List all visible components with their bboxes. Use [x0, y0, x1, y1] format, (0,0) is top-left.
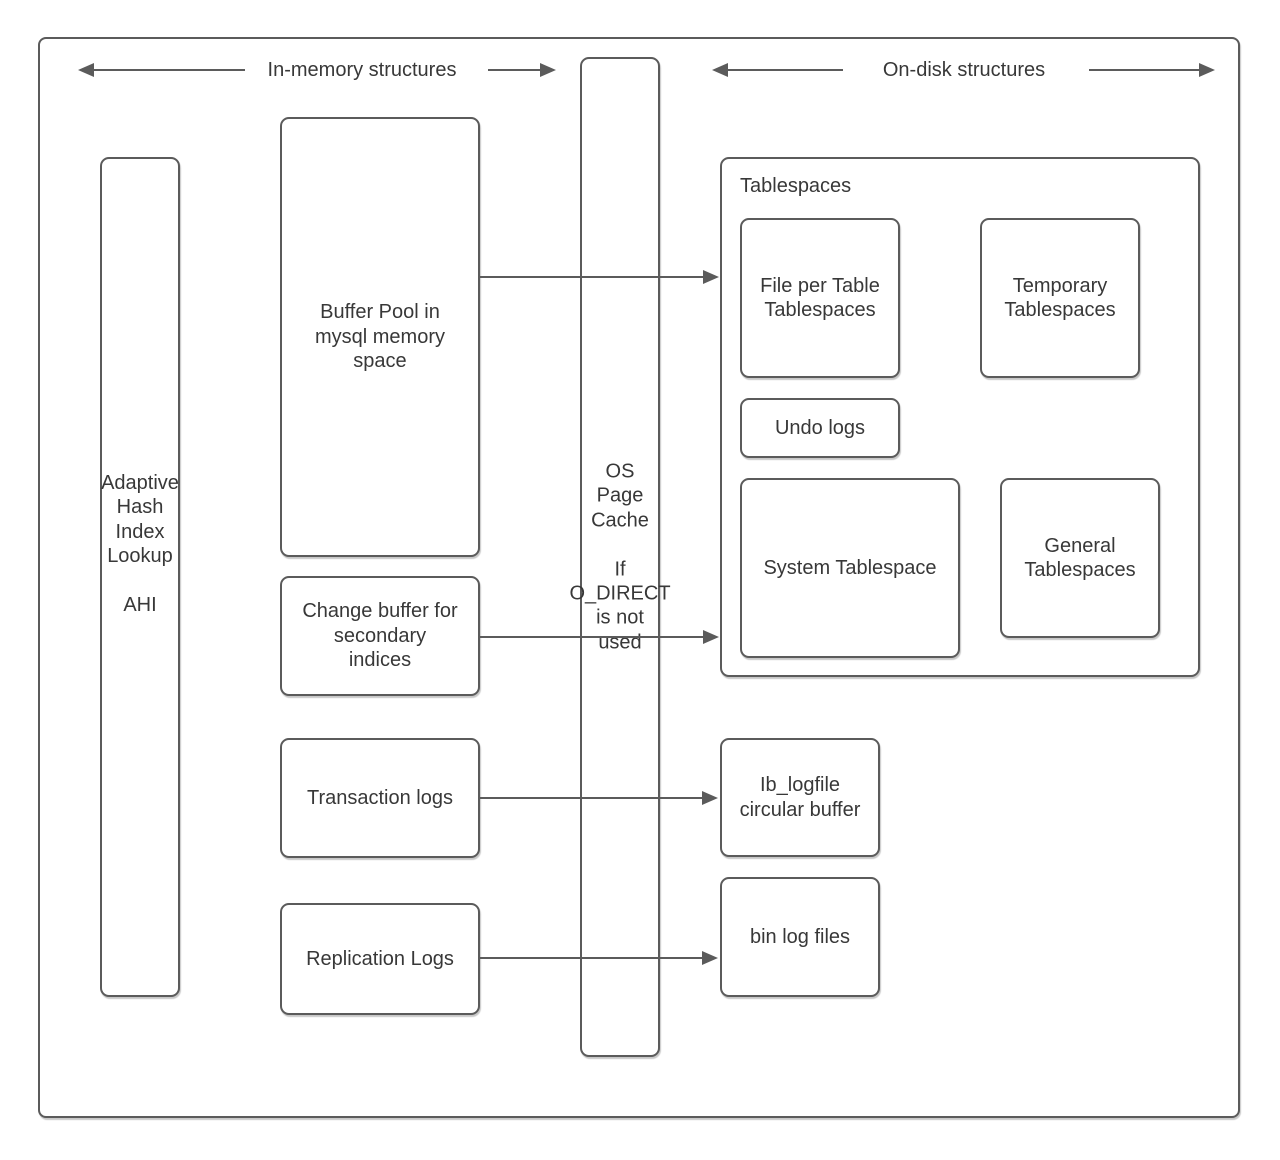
- node-general-tablespaces: General Tablespaces: [1000, 478, 1160, 638]
- node-ib-logfile-buffer-label: Ib_logfile circular buffer: [739, 774, 861, 821]
- node-ib-logfile-buffer: Ib_logfile circular buffer: [720, 738, 880, 857]
- node-buffer-pool-label: Buffer Pool in mysql memory space: [314, 301, 445, 373]
- node-replication-logs-label: Replication Logs: [306, 947, 454, 970]
- node-buffer-pool: Buffer Pool in mysql memory space: [280, 117, 480, 557]
- node-transaction-logs-label: Transaction logs: [307, 786, 453, 809]
- on-disk-header-label: On-disk structures: [882, 59, 1046, 81]
- arrow-change-buffer-to-tablespaces: [480, 630, 719, 644]
- node-temporary-tablespaces-label: Temporary Tablespaces: [1004, 274, 1116, 321]
- in-memory-header-label: In-memory structures: [267, 59, 457, 81]
- node-change-buffer: Change buffer for secondary indices: [280, 576, 480, 696]
- node-file-per-table-tablespaces: File per Table Tablespaces: [740, 218, 900, 378]
- node-adaptive-hash-index: Adaptive Hash Index Lookup AHI: [100, 157, 180, 997]
- node-adaptive-hash-index-label: Adaptive Hash Index Lookup AHI: [101, 471, 179, 616]
- node-os-page-cache: OS Page Cache If O_DIRECT is not used: [569, 57, 671, 1057]
- node-os-page-cache-label: OS Page Cache If O_DIRECT is not used: [569, 460, 671, 654]
- node-bin-log-files-label: bin log files: [749, 925, 851, 948]
- node-file-per-table-tablespaces-label: File per Table Tablespaces: [760, 274, 880, 321]
- node-change-buffer-label: Change buffer for secondary indices: [302, 600, 458, 672]
- arrow-replication-logs-to-bin-log: [480, 951, 718, 965]
- node-system-tablespace-label: System Tablespace: [763, 556, 937, 579]
- arrow-transaction-logs-to-ib-logfile: [480, 791, 718, 805]
- arrow-buffer-pool-to-tablespaces: [480, 270, 719, 284]
- node-replication-logs: Replication Logs: [280, 903, 480, 1015]
- node-bin-log-files: bin log files: [720, 877, 880, 997]
- arrow-on-disk-left: [712, 63, 843, 77]
- arrow-on-disk-right: [1089, 63, 1215, 77]
- node-undo-logs: Undo logs: [740, 398, 900, 458]
- arrow-in-memory-right: [488, 63, 556, 77]
- node-system-tablespace: System Tablespace: [740, 478, 960, 658]
- node-transaction-logs: Transaction logs: [280, 738, 480, 858]
- node-general-tablespaces-label: General Tablespaces: [1024, 534, 1136, 581]
- node-undo-logs-label: Undo logs: [774, 416, 866, 439]
- tablespaces-group-label: Tablespaces: [740, 175, 852, 197]
- arrow-in-memory-left: [78, 63, 245, 77]
- node-temporary-tablespaces: Temporary Tablespaces: [980, 218, 1140, 378]
